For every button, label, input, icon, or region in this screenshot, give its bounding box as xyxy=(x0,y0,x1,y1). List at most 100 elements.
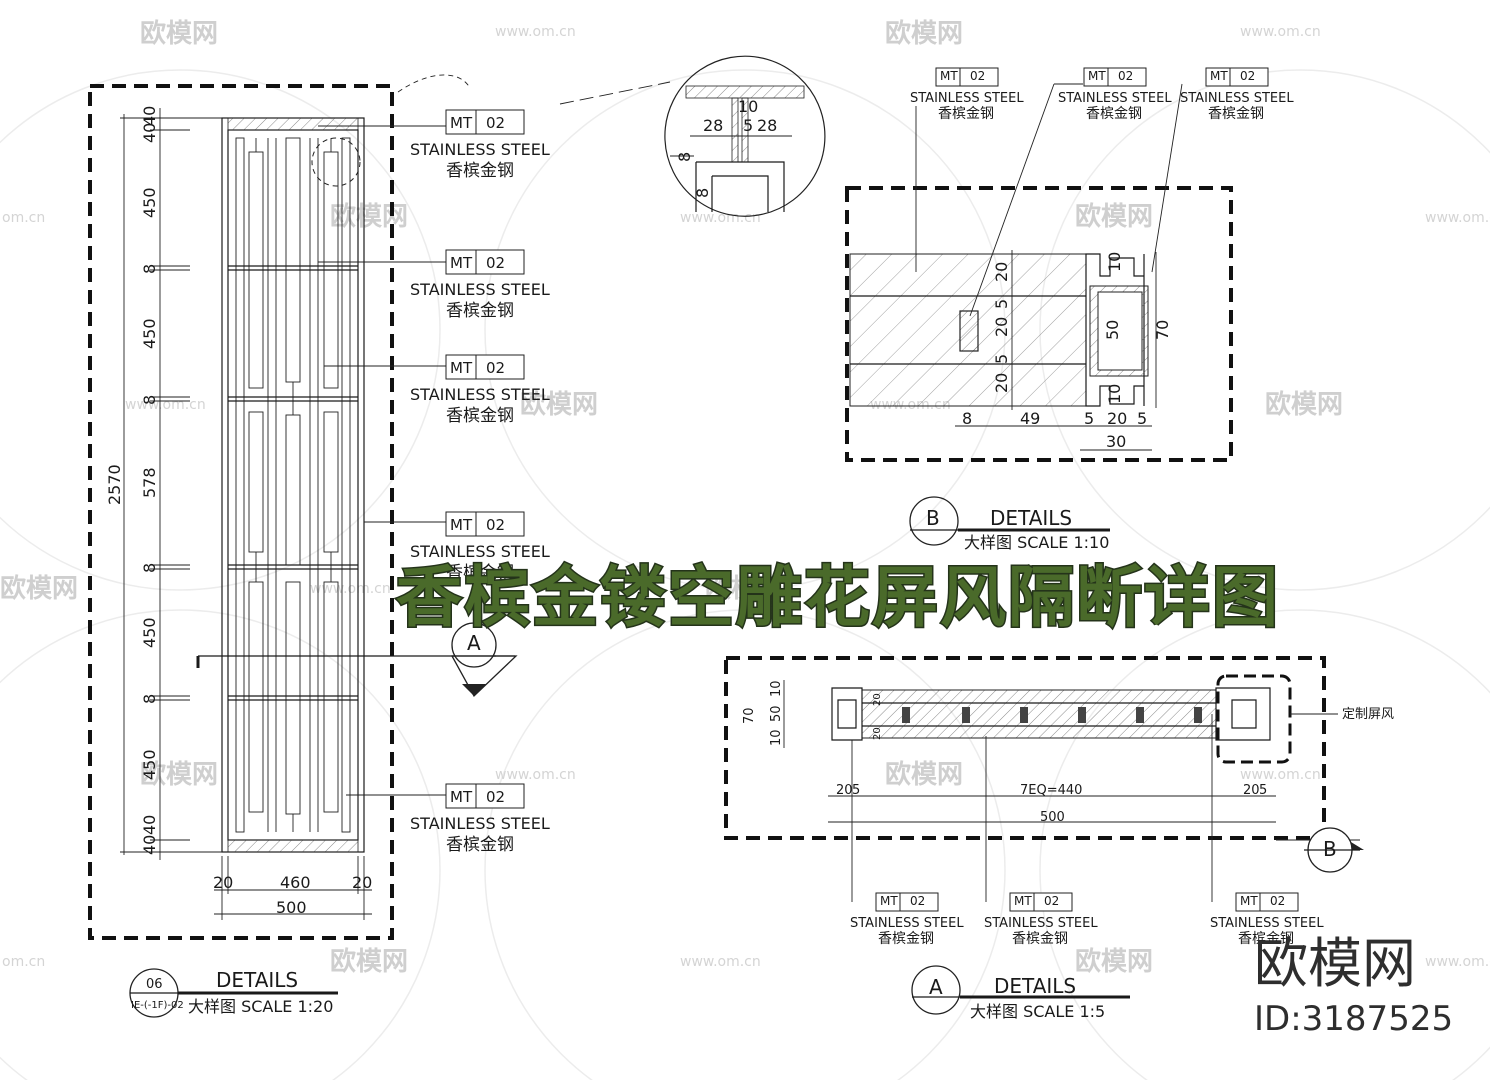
dim-label: 450 xyxy=(140,749,159,780)
details-label: DETAILS xyxy=(216,968,298,992)
tag-num-box xyxy=(1107,67,1147,87)
tag-num-box xyxy=(959,67,999,87)
tag-material-cn: 香槟金钢 xyxy=(1086,106,1142,122)
screen-inner-frame xyxy=(227,129,359,841)
watermark-brand: 欧模网 xyxy=(330,946,408,977)
tag-num-box xyxy=(1033,892,1073,912)
dim-label: 20 xyxy=(1107,409,1127,428)
tag-material-en: STAINLESS STEEL xyxy=(910,91,1024,106)
elevation-horizontal-dims: 20 460 20 500 xyxy=(213,856,372,920)
dim-label: 30 xyxy=(1106,432,1126,451)
tag-code-box xyxy=(445,783,477,809)
tag-num: 02 xyxy=(486,254,505,272)
tag-num: 02 xyxy=(486,114,505,132)
watermark-brand: 欧模网 xyxy=(140,759,218,790)
tag-num-box xyxy=(475,354,525,380)
tag-num-box xyxy=(1259,892,1299,912)
watermark-brand: 欧模网 xyxy=(1265,389,1343,420)
dim-label: 10 xyxy=(769,680,784,697)
watermark-brand: 欧模网 xyxy=(330,201,408,232)
tag-code-box xyxy=(445,249,477,275)
tag-material-cn: 香槟金钢 xyxy=(446,563,514,583)
dim-label: 28 xyxy=(703,116,723,135)
tag-num-box xyxy=(475,249,525,275)
dim-label: 8 xyxy=(962,409,972,428)
dim-label: 5 xyxy=(743,116,753,135)
total-height-label: 2570 xyxy=(105,464,124,505)
tag-num-box xyxy=(1229,67,1269,87)
detail-b-view: 20 5 20 5 20 10 50 10 70 8 49 5 20 5 30 … xyxy=(845,83,1233,552)
detail-a-slots xyxy=(902,707,1202,723)
tag-material-en: STAINLESS STEEL xyxy=(410,542,550,561)
watermark-url: www.om.cn xyxy=(1425,954,1490,970)
brand-id: ID:3187525 xyxy=(1254,999,1453,1039)
tag-num-box xyxy=(475,783,525,809)
tag-num: 02 xyxy=(486,359,505,377)
watermark-brand: 欧模网 xyxy=(520,389,598,420)
section-marker-b: B xyxy=(1276,827,1364,873)
tag-material-en: STAINLESS STEEL xyxy=(984,916,1098,931)
tag-num: 02 xyxy=(1240,69,1255,83)
tag-code: MT xyxy=(450,114,473,132)
brand-block: 欧模网 ID:3187525 xyxy=(1254,932,1453,1039)
watermark-url: www.om.cn xyxy=(1425,210,1490,226)
detail-number: 06 xyxy=(146,977,163,992)
watermark-url: om.cn xyxy=(2,210,45,226)
elevation-title-block: 06 IE-(-1F)-02 DETAILS 大样图 SCALE 1:20 xyxy=(129,968,338,1018)
dim-label: 20 xyxy=(872,693,883,706)
dim-label: 20 xyxy=(1243,783,1260,798)
dim-label: 28 xyxy=(757,116,777,135)
tag-material-en: STAINLESS STEEL xyxy=(1180,91,1294,106)
dim-label: 8 xyxy=(140,264,159,274)
watermark-url: www.om.cn xyxy=(125,397,206,413)
watermark-brand: 欧模网 xyxy=(885,18,963,49)
dim-label: 50 xyxy=(1103,320,1122,340)
tag-material-cn: 香槟金钢 xyxy=(446,161,514,181)
watermark-url: om.cn xyxy=(2,954,45,970)
tag-material-cn: 香槟金钢 xyxy=(1208,106,1264,122)
dim-label: 10 xyxy=(1105,384,1124,404)
section-letter: A xyxy=(929,975,943,999)
detail-ref: IE-(-1F)-02 xyxy=(131,1000,184,1011)
tag-num-box xyxy=(899,892,939,912)
dim-label: 5 xyxy=(992,354,1011,364)
watermark-brand: 欧模网 xyxy=(1075,946,1153,977)
section-letter: B xyxy=(926,506,940,530)
total-width-label: 500 xyxy=(276,898,307,917)
dim-label: 5 xyxy=(1259,783,1267,798)
tag-material-cn: 香槟金钢 xyxy=(446,835,514,855)
scale-label: 大样图 SCALE 1:5 xyxy=(970,1002,1105,1021)
tag-code: MT xyxy=(1240,894,1258,908)
dim-label: 70 xyxy=(1153,320,1172,340)
details-label: DETAILS xyxy=(990,506,1072,530)
tag-material-cn: 香槟金钢 xyxy=(1238,931,1294,947)
tag-code: MT xyxy=(450,788,473,806)
watermark-brand: 欧模网 xyxy=(0,573,78,604)
page-title: 香槟金镂空雕花屏风隔断详图 xyxy=(396,559,1280,636)
dim-label: 578 xyxy=(140,467,159,498)
tag-code-box xyxy=(445,511,477,537)
tag-material-cn: 香槟金钢 xyxy=(878,931,934,947)
dim-label: 450 xyxy=(140,187,159,218)
dim-label: 8 xyxy=(693,188,712,198)
tag-num: 02 xyxy=(486,516,505,534)
dim-label: 5 xyxy=(992,299,1011,309)
dim-label: 20 xyxy=(992,317,1011,337)
watermark-brand: 欧模网 xyxy=(1075,201,1153,232)
dim-label: 50 xyxy=(769,705,784,722)
tag-material-en: STAINLESS STEEL xyxy=(850,916,964,931)
dim-label: 8 xyxy=(140,563,159,573)
section-letter: B xyxy=(1323,837,1337,861)
watermark-url: www.om.cn xyxy=(1240,767,1321,783)
dim-label: 8 xyxy=(140,395,159,405)
dim-label: 40 xyxy=(140,123,159,143)
